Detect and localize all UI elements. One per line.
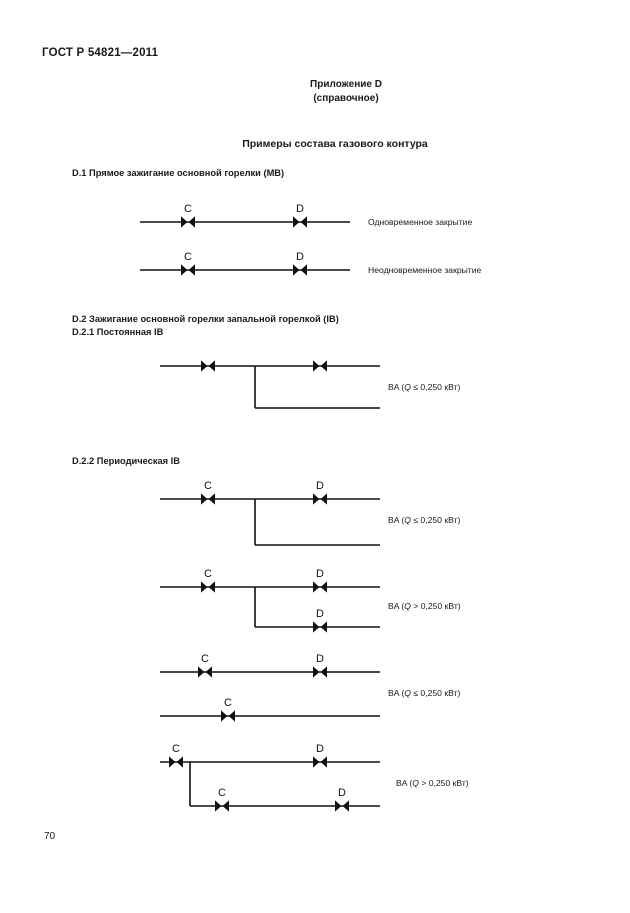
valve-symbol	[201, 360, 215, 372]
diagram-periodic-ib-two-lines: C D C BA (Q ≤ 0,250 кВт)	[160, 653, 520, 730]
valve-triangle-right	[208, 581, 215, 593]
figure-caption: BA (Q ≤ 0,250 кВт)	[388, 688, 460, 698]
valve-triangle-left	[313, 621, 320, 633]
section-heading-d21-line2: D.2.1 Постоянная IB	[72, 327, 164, 337]
diagram-periodic-ib-single-branch: C D BA (Q ≤ 0,250 кВт)	[160, 480, 520, 555]
valve-symbol: C	[201, 480, 215, 505]
valve-triangle-left	[221, 710, 228, 722]
diagram-periodic-ib-stepped: C D C D BA (Q > 0,250 кВт)	[160, 743, 520, 824]
valve-triangle-right	[222, 800, 229, 812]
section-heading-d2: D.2 Зажигание основной горелки запальной…	[72, 313, 339, 339]
valve-label: C	[172, 743, 180, 755]
valve-label: D	[316, 743, 324, 755]
page-title: Примеры состава газового контура	[242, 138, 428, 150]
valve-triangle-left	[169, 756, 176, 768]
valve-triangle-right	[205, 666, 212, 678]
valve-label: D	[316, 608, 324, 620]
valve-triangle-right	[320, 621, 327, 633]
diagram-direct-ignition-simultaneous: C D Одновременное закрытие	[140, 200, 500, 232]
valve-label: D	[316, 653, 324, 665]
figure-caption: BA (Q > 0,250 кВт)	[388, 601, 461, 611]
valve-triangle-left	[313, 581, 320, 593]
valve-symbol: C	[181, 251, 195, 276]
valve-triangle-right	[320, 360, 327, 372]
valve-label: D	[338, 787, 346, 799]
valve-triangle-left	[335, 800, 342, 812]
valve-triangle-left	[215, 800, 222, 812]
page-number: 70	[44, 831, 56, 842]
valve-label: C	[204, 568, 212, 580]
diagram-periodic-ib-branch-with-valve: C D D BA (Q > 0,250 кВт)	[160, 568, 520, 643]
valve-triangle-right	[342, 800, 349, 812]
valve-symbol: D	[313, 608, 327, 633]
valve-label: D	[316, 568, 324, 580]
section-heading-d2-line1: D.2 Зажигание основной горелки запальной…	[72, 314, 339, 324]
valve-symbol: C	[201, 568, 215, 593]
valve-symbol: D	[293, 203, 307, 228]
figure-caption: BA (Q ≤ 0,250 кВт)	[388, 382, 460, 392]
valve-symbol: D	[313, 568, 327, 593]
valve-triangle-left	[293, 264, 300, 276]
standard-number: ГОСТ Р 54821—2011	[42, 47, 159, 59]
valve-symbol: C	[181, 203, 195, 228]
valve-symbol: C	[198, 653, 212, 678]
valve-triangle-right	[176, 756, 183, 768]
valve-triangle-right	[320, 581, 327, 593]
annex-subtitle: (справочное)	[313, 93, 379, 104]
valve-triangle-right	[320, 666, 327, 678]
valve-triangle-right	[320, 493, 327, 505]
valve-label: C	[204, 480, 212, 492]
diagram-permanent-ib: BA (Q ≤ 0,250 кВт)	[160, 352, 520, 422]
diagram-direct-ignition-non-simultaneous: C D Неодновременное закрытие	[140, 248, 500, 280]
valve-label: C	[184, 203, 192, 215]
annex-heading: Приложение D (справочное)	[0, 78, 630, 106]
valve-triangle-left	[201, 493, 208, 505]
valve-triangle-left	[313, 360, 320, 372]
valve-triangle-right	[208, 493, 215, 505]
valve-triangle-left	[181, 216, 188, 228]
section-heading-d1: D.1 Прямое зажигание основной горелки (M…	[72, 168, 285, 178]
valve-symbol: D	[335, 787, 349, 812]
valve-triangle-right	[300, 264, 307, 276]
valve-triangle-left	[201, 581, 208, 593]
valve-symbol: D	[293, 251, 307, 276]
valve-triangle-right	[188, 216, 195, 228]
valve-triangle-left	[198, 666, 205, 678]
valve-triangle-left	[313, 493, 320, 505]
valve-triangle-right	[188, 264, 195, 276]
valve-label: C	[184, 251, 192, 263]
valve-symbol: D	[313, 653, 327, 678]
valve-symbol	[313, 360, 327, 372]
section-heading-d22: D.2.2 Периодическая IB	[72, 456, 180, 466]
valve-label: C	[218, 787, 226, 799]
valve-label: D	[296, 251, 304, 263]
valve-triangle-right	[300, 216, 307, 228]
valve-symbol: C	[169, 743, 183, 768]
valve-symbol: D	[313, 480, 327, 505]
valve-label: D	[296, 203, 304, 215]
valve-triangle-left	[313, 756, 320, 768]
valve-triangle-left	[313, 666, 320, 678]
valve-symbol: D	[313, 743, 327, 768]
valve-label: C	[201, 653, 209, 665]
figure-caption: Неодновременное закрытие	[368, 265, 482, 275]
valve-triangle-right	[208, 360, 215, 372]
valve-label: C	[224, 697, 232, 709]
valve-triangle-left	[201, 360, 208, 372]
figure-caption: BA (Q > 0,250 кВт)	[396, 778, 469, 788]
annex-title: Приложение D	[310, 79, 382, 90]
valve-triangle-left	[181, 264, 188, 276]
valve-triangle-right	[320, 756, 327, 768]
valve-symbol: C	[215, 787, 229, 812]
valve-symbol: C	[221, 697, 235, 722]
figure-caption: Одновременное закрытие	[368, 217, 472, 227]
figure-caption: BA (Q ≤ 0,250 кВт)	[388, 515, 460, 525]
valve-triangle-right	[228, 710, 235, 722]
valve-triangle-left	[293, 216, 300, 228]
valve-label: D	[316, 480, 324, 492]
